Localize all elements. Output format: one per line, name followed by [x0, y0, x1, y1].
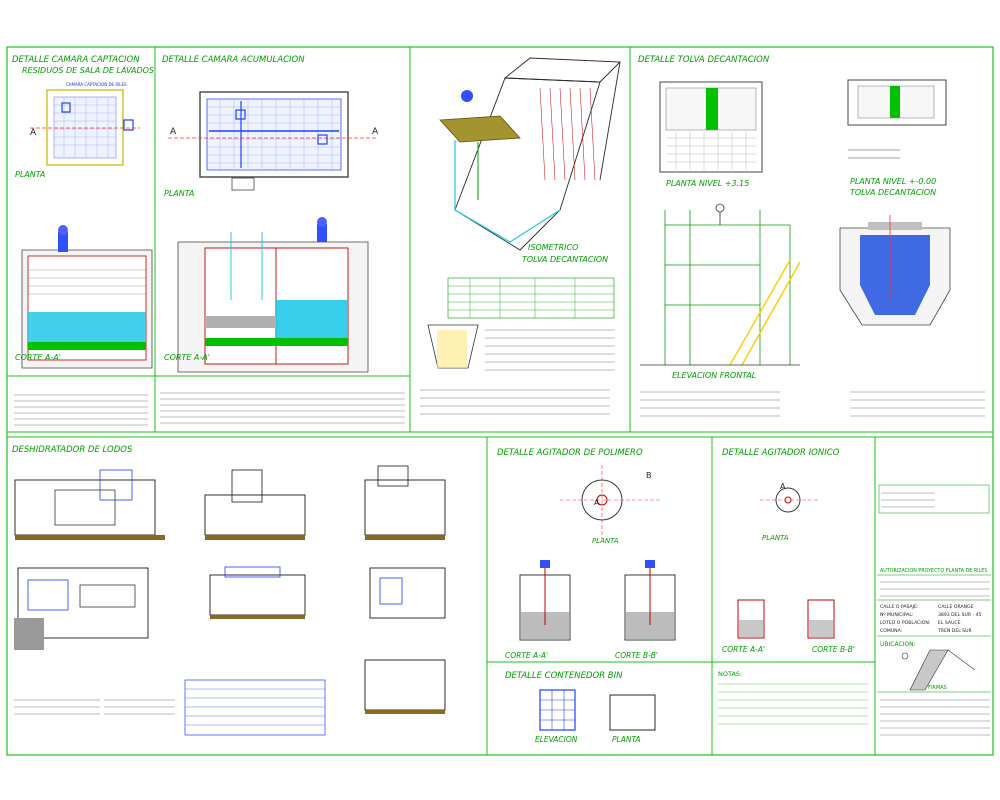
agitador-ionico-plan: PLANTA: [762, 534, 789, 542]
section-marker-a: A: [30, 128, 37, 138]
panel-frames: [6, 46, 994, 756]
camara-acumulacion-title: DETALLE CAMARA ACUMULACION: [162, 55, 305, 65]
agitador-polimero-title: DETALLE AGITADOR DE POLIMERO: [497, 448, 643, 458]
isometrico-label: ISOMETRICO: [528, 243, 578, 252]
agitador-polimero-cut-a: CORTE A-A': [505, 651, 548, 660]
notas-panel: NOTAS:: [718, 670, 868, 725]
contenedor-bin-panel: DETALLE CONTENEDOR BIN ELEVACION PLANTA: [505, 671, 656, 744]
agitador-ionico-cut-a: CORTE A-A': [722, 645, 765, 654]
agitador-polimero-plan: PLANTA: [592, 537, 619, 545]
tb-row-3-key: COMUNA:: [880, 628, 903, 634]
title-block-panel: AUTORIZACION PROYECTO PLANTA DE RILES CA…: [877, 484, 991, 736]
deshidratador-title: DESHIDRATADOR DE LODOS: [12, 445, 133, 455]
tb-row-0-value: CALLE ORANGE: [938, 604, 974, 610]
tolva-decantacion-title: DETALLE TOLVA DECANTACION: [638, 55, 770, 65]
title-block-header: AUTORIZACION PROYECTO PLANTA DE RILES: [880, 568, 987, 574]
notas-title: NOTAS:: [718, 670, 742, 678]
marker-a: A: [594, 498, 600, 507]
plan-nivel-315-label: PLANTA NIVEL +3.15: [666, 179, 749, 188]
isometrico-sublabel: TOLVA DECANTACION: [522, 255, 608, 264]
section-marker-a-right: A: [372, 127, 379, 137]
captacion-cut-label: CORTE A-A': [15, 353, 61, 362]
contenedor-bin-elevacion: ELEVACION: [535, 735, 578, 744]
agitador-ionico-panel: DETALLE AGITADOR IONICO A PLANTA CORTE A…: [722, 448, 855, 654]
camara-acumulacion-panel: DETALLE CAMARA ACUMULACION A A PLANTA: [160, 55, 405, 424]
acumulacion-plan-label: PLANTA: [164, 189, 194, 198]
camara-captacion-subtitle: RESIDUOS DE SALA DE LAVADOS: [22, 66, 154, 75]
tolva-decantacion-panel: DETALLE TOLVA DECANTACION PLANTA NIVEL +…: [638, 55, 985, 417]
agitador-ionico-title: DETALLE AGITADOR IONICO: [722, 448, 840, 458]
firmas-label: FIRMAS: [928, 685, 947, 691]
camara-captacion-title: DETALLE CAMARA CAPTACION: [12, 55, 140, 65]
marker-b: B: [646, 471, 652, 480]
agitador-polimero-cut-b: CORTE B-B': [615, 651, 658, 660]
tb-row-0-key: CALLE O PASAJE:: [880, 604, 919, 610]
agitador-ionico-cut-b: CORTE B-B': [812, 645, 855, 654]
ubicacion-label: UBICACION:: [880, 641, 916, 648]
tb-row-3-value: TREN DEL SUR: [937, 628, 973, 634]
elevacion-frontal-label: ELEVACION FRONTAL: [672, 371, 756, 380]
acumulacion-cut-label: CORTE A-A': [164, 353, 210, 362]
tb-row-2-value: EL SAUCE: [938, 620, 961, 626]
tb-row-1-key: Nº MUNICIPAL:: [880, 612, 914, 618]
deshidratador-panel: DESHIDRATADOR DE LODOS: [12, 445, 446, 736]
tb-row-1-value: 3893 DEL SUR - 45: [938, 612, 982, 618]
captacion-plan-label: PLANTA: [15, 170, 45, 179]
captacion-note: CAMARA CAPTACION DE RILES: [66, 82, 127, 87]
contenedor-bin-plan: PLANTA: [612, 735, 640, 744]
camara-captacion-panel: DETALLE CAMARA CAPTACION RESIDUOS DE SAL…: [12, 55, 154, 426]
agitador-polimero-panel: DETALLE AGITADOR DE POLIMERO A B PLANTA …: [497, 448, 676, 660]
ionico-marker-a: A: [780, 482, 786, 491]
section-marker-a-left: A: [170, 127, 177, 137]
plan-nivel-000-label: PLANTA NIVEL +-0.00: [850, 177, 936, 186]
plan-nivel-000-sublabel: TOLVA DECANTACION: [850, 188, 936, 197]
contenedor-bin-title: DETALLE CONTENEDOR BIN: [505, 671, 623, 681]
tb-row-2-key: LOTEO O POBLACION:: [880, 620, 931, 626]
isometrico-panel: ISOMETRICO TOLVA DECANTACION: [420, 57, 622, 415]
